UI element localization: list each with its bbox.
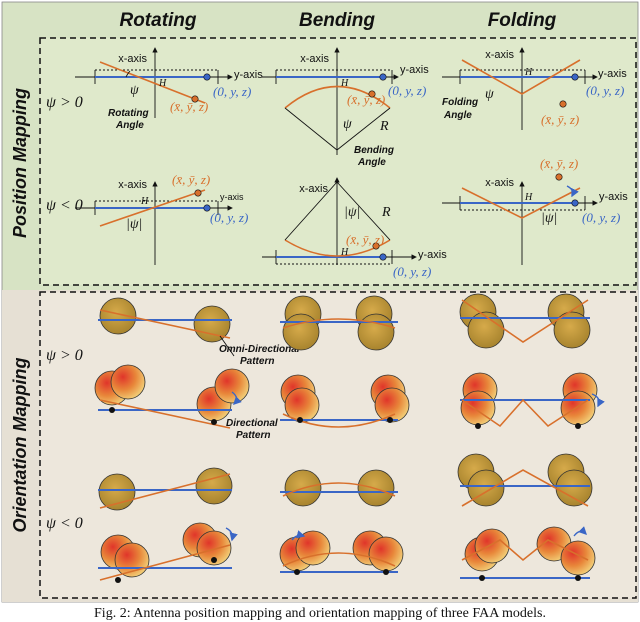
y-axis-label: y-axis bbox=[599, 191, 628, 203]
abs-psi-label: |ψ| bbox=[541, 211, 557, 226]
folding-angle-label-2: Angle bbox=[443, 110, 472, 121]
mapped-point-label: (x̄, ȳ, z) bbox=[540, 156, 578, 171]
orientation-bending-neg-omni bbox=[280, 469, 398, 507]
original-point-label: (0, y, z) bbox=[388, 83, 426, 98]
y-axis-label: y-axis bbox=[418, 249, 447, 261]
abs-psi-label: |ψ| bbox=[126, 217, 142, 232]
original-point-label: (0, y, z) bbox=[582, 210, 620, 225]
mapped-point-label: (x̄, ȳ, z) bbox=[346, 232, 384, 247]
orientation-bending-neg-directional bbox=[279, 530, 404, 575]
side-label-orientation: Orientation Mapping bbox=[10, 358, 30, 533]
mapped-point-label: (x̄, ȳ, z) bbox=[172, 172, 210, 187]
side-label-position: Position Mapping bbox=[10, 88, 30, 238]
header-bending: Bending bbox=[299, 10, 375, 31]
y-axis-label: y-axis bbox=[234, 69, 263, 81]
h-label: H bbox=[140, 196, 149, 207]
original-point-label: (0, y, z) bbox=[586, 83, 624, 98]
orientation-folding-neg-directional bbox=[460, 526, 596, 581]
x-axis-label: x-axis bbox=[299, 183, 328, 195]
directional-pattern-label-2: Pattern bbox=[236, 430, 270, 441]
position-folding-pos: x-axis y-axis H ψ (0, y, z) (x̄, ȳ, z) F… bbox=[442, 47, 627, 130]
condition-psi-pos-orientation: ψ > 0 bbox=[46, 347, 83, 364]
psi-label: ψ bbox=[343, 117, 352, 132]
x-axis-label: x-axis bbox=[300, 53, 329, 65]
rotating-angle-label-1: Rotating bbox=[108, 108, 149, 119]
y-axis-label: y-axis bbox=[598, 68, 627, 80]
rotating-angle-label-2: Angle bbox=[115, 120, 144, 131]
position-folding-neg: x-axis y-axis H |ψ| (x̄, ȳ, z) (0, y, z) bbox=[442, 156, 628, 265]
h-label: H bbox=[524, 192, 533, 203]
mapped-point-label: (x̄, ȳ, z) bbox=[170, 99, 208, 114]
r-label: R bbox=[381, 205, 391, 220]
x-axis-label: x-axis bbox=[485, 177, 514, 189]
h-label: H bbox=[524, 67, 533, 78]
orientation-rotating-neg-omni bbox=[98, 467, 233, 511]
abs-psi-label: |ψ| bbox=[344, 205, 360, 220]
y-axis-label: y-axis bbox=[400, 64, 429, 76]
omni-pattern-label-2: Pattern bbox=[240, 356, 274, 367]
original-point-label: (0, y, z) bbox=[213, 84, 251, 99]
position-bending-neg: x-axis y-axis H |ψ| R (x̄, ȳ, z) (0, y, … bbox=[262, 177, 447, 279]
orientation-folding-neg-omni bbox=[457, 453, 593, 507]
psi-label: ψ bbox=[130, 83, 139, 98]
x-axis-label: x-axis bbox=[118, 53, 147, 65]
position-rotating-pos: x-axis y-axis H ψ (0, y, z) (x̄, ȳ, z) R… bbox=[75, 47, 263, 131]
figure-caption: Fig. 2: Antenna position mapping and ori… bbox=[94, 606, 546, 621]
bending-angle-label-2: Angle bbox=[357, 157, 386, 168]
original-point-label: (0, y, z) bbox=[393, 264, 431, 279]
x-axis-label: x-axis bbox=[485, 49, 514, 61]
condition-psi-neg-position: ψ < 0 bbox=[46, 197, 83, 214]
header-folding: Folding bbox=[488, 10, 557, 31]
orientation-rotating-neg-directional bbox=[98, 522, 238, 583]
orientation-folding-pos-omni bbox=[459, 293, 591, 349]
omni-pattern-label-1: Omni-Directional bbox=[219, 344, 300, 355]
h-label: H bbox=[158, 78, 167, 89]
position-rotating-neg: x-axis y-axis H |ψ| (x̄, ȳ, z) (0, y, z) bbox=[75, 172, 248, 265]
r-label: R bbox=[379, 119, 389, 134]
h-label: H bbox=[340, 247, 349, 258]
psi-label: ψ bbox=[485, 87, 494, 102]
orientation-bending-pos-directional bbox=[280, 374, 410, 428]
y-axis-label: y-axis bbox=[220, 192, 244, 202]
omni-pointer-line bbox=[219, 335, 235, 357]
orientation-folding-pos-directional bbox=[460, 372, 605, 429]
orientation-rotating-pos-omni bbox=[98, 297, 232, 343]
bending-angle-label-1: Bending bbox=[354, 145, 394, 156]
mapped-point-label: (x̄, ȳ, z) bbox=[347, 92, 385, 107]
orientation-rotating-pos-directional bbox=[94, 364, 250, 429]
h-label: H bbox=[340, 78, 349, 89]
position-bending-pos: x-axis y-axis H ψ R (0, y, z) (x̄, ȳ, z)… bbox=[262, 47, 429, 168]
header-rotating: Rotating bbox=[119, 10, 196, 31]
x-axis-label: x-axis bbox=[118, 179, 147, 191]
directional-pattern-label-1: Directional bbox=[226, 418, 278, 429]
original-point-label: (0, y, z) bbox=[210, 210, 248, 225]
folding-angle-label-1: Folding bbox=[442, 97, 478, 108]
mapped-point-label: (x̄, ȳ, z) bbox=[541, 112, 579, 127]
condition-psi-pos-position: ψ > 0 bbox=[46, 94, 83, 111]
position-mapping-panel bbox=[39, 37, 637, 286]
condition-psi-neg-orientation: ψ < 0 bbox=[46, 515, 83, 532]
orientation-bending-pos-omni bbox=[280, 295, 398, 351]
